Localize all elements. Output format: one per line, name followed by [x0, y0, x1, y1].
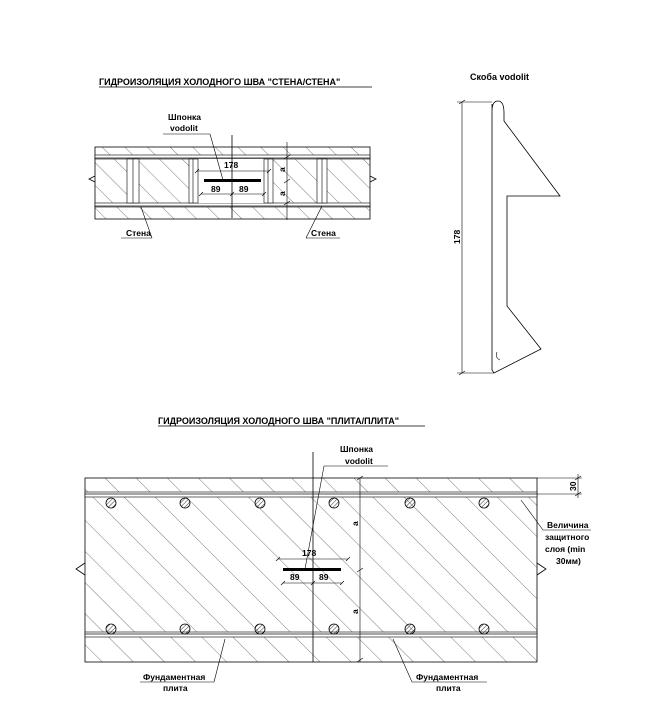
- wall-wall-title: ГИДРОИЗОЛЯЦИЯ ХОЛОДНОГО ШВА "СТЕНА/СТЕНА…: [99, 77, 340, 87]
- slab-dim-a-top: a: [350, 521, 360, 526]
- bracket-outline: [491, 100, 561, 374]
- column-mid-right: [263, 158, 274, 204]
- column-mid-left: [188, 158, 199, 204]
- slab-slab-section: ГИДРОИЗОЛЯЦИЯ ХОЛОДНОГО ШВА "ПЛИТА/ПЛИТА…: [75, 416, 591, 693]
- slab-key-label-line2: vodolit: [345, 456, 373, 466]
- dim-a-bottom: a: [277, 191, 287, 196]
- slab-left-label-line2: плита: [163, 683, 188, 693]
- bracket-detail: Скоба vodolit 178: [452, 72, 561, 376]
- rebar-circles-bottom: [105, 623, 490, 635]
- wall-wall-section: ГИДРОИЗОЛЯЦИЯ ХОЛОДНОГО ШВА "СТЕНА/СТЕНА…: [88, 77, 377, 239]
- dim-89-right-label: 89: [239, 184, 249, 194]
- key-label-line2: vodolit: [170, 123, 198, 133]
- slab-right-label-line1: Фундаментная: [416, 672, 478, 682]
- slab-right-label-line2: плита: [436, 683, 461, 693]
- dim-a-top: a: [277, 167, 287, 172]
- cover-note-line3: слоя (min: [545, 544, 585, 554]
- rebar-bottom: [94, 202, 371, 208]
- waterstop-key: [204, 179, 261, 182]
- slab-rebar-top: [84, 491, 538, 498]
- bracket-title: Скоба vodolit: [470, 72, 529, 82]
- cover-dim-30: 30: [568, 481, 578, 491]
- rebar-top: [94, 154, 371, 160]
- cover-note-line1: Величина: [547, 520, 589, 530]
- slab-break-right: [536, 562, 547, 576]
- bracket-dim-178: 178: [452, 230, 462, 244]
- slab-dim-a-bottom: a: [350, 609, 360, 614]
- column-right: [316, 158, 328, 204]
- wall-left-leader: [140, 206, 153, 239]
- slab-left-label-line1: Фундаментная: [143, 672, 205, 682]
- slab-left-leader: [213, 638, 226, 683]
- cover-note-leader: [520, 499, 544, 531]
- slab-slab-title: ГИДРОИЗОЛЯЦИЯ ХОЛОДНОГО ШВА "ПЛИТА/ПЛИТА…: [158, 416, 399, 426]
- slab-rebar-bottom: [84, 631, 538, 638]
- dim-178-label: 178: [224, 160, 238, 170]
- slab-dim-89-right-label: 89: [319, 572, 329, 582]
- slab-key-leader: [304, 465, 325, 570]
- dim-89-left-label: 89: [211, 184, 221, 194]
- rebar-circles-top: [105, 497, 490, 509]
- slab-break-left: [75, 562, 86, 576]
- slab-waterstop-key: [283, 568, 341, 571]
- break-right: [369, 175, 377, 183]
- cover-note-line4: 30мм): [556, 556, 581, 566]
- cover-note-line2: защитного: [545, 532, 589, 542]
- slab-dim-178-label: 178: [302, 548, 316, 558]
- slab-key-label-line1: Шпонка: [340, 444, 373, 454]
- wall-right-label: Стена: [311, 228, 336, 238]
- key-leader: [209, 133, 224, 181]
- wall-right-leader: [305, 205, 323, 239]
- wall-left-label: Стена: [126, 228, 151, 238]
- bracket-hook: [496, 351, 501, 361]
- slab-right-leader: [392, 638, 413, 683]
- column-left: [126, 158, 140, 204]
- slab-dim-89-left-label: 89: [290, 572, 300, 582]
- key-label-line1: Шпонка: [168, 112, 201, 122]
- break-left: [88, 175, 96, 183]
